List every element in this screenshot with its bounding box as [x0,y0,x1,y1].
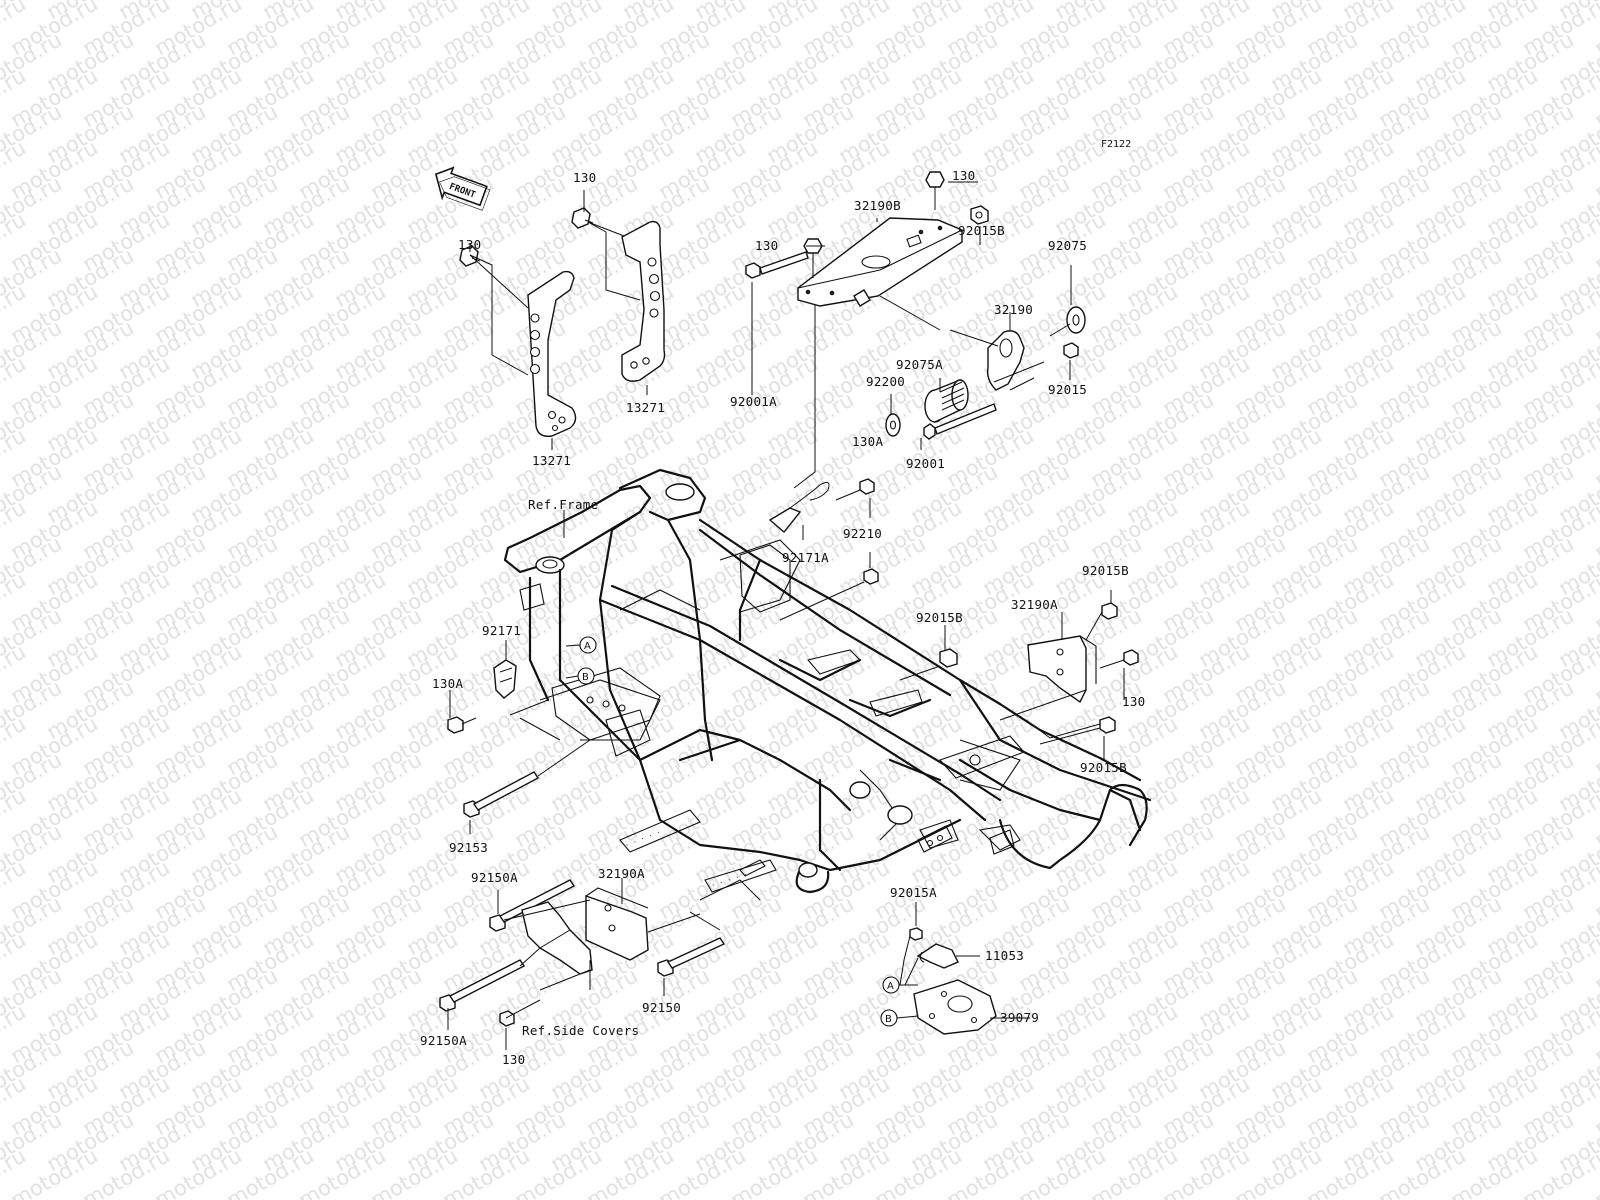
part-label: 92075A [896,357,943,372]
part-label: 92075 [1048,238,1087,253]
bolt-130-top-right [925,171,945,210]
marker-A-lower: A [882,976,900,994]
marker-A-frame-text: A [584,641,591,652]
part-label: 130A [432,676,463,691]
part-label: 92200 [866,374,905,389]
nut-92015B-mid [939,648,958,668]
main-frame-assembly: · · · · · · · · · · [503,468,1152,894]
nut-92210 [863,568,879,585]
part-label: 92015B [958,223,1005,238]
part-label: 92001A [730,394,777,409]
part-label: 32190A [598,866,645,881]
washer-92200 [885,413,901,437]
bolt-92153 [463,771,540,818]
part-label: 92015B [1082,563,1129,578]
marker-A-frame: A [579,636,597,654]
marker-B-lower: B [880,1009,898,1027]
marker-B-frame-text: B [582,672,589,683]
diagram-code: F2122 [1101,139,1131,150]
front-direction-sign: FRONT [434,166,491,211]
part-label: 92015B [1080,760,1127,775]
marker-B-lower-text: B [885,1014,892,1025]
part-label: 32190A [1011,597,1058,612]
part-label: 92015B [916,610,963,625]
bolt-130-right [1099,649,1139,669]
nut-92015B-right-top [1101,602,1118,620]
part-label: 32190 [994,302,1033,317]
bolt-92150A-upper [489,879,576,932]
nut-92015A [909,927,923,941]
part-label: 92150A [471,870,518,885]
bolt-130-bottom [499,1010,515,1027]
part-label: 130 [458,237,481,252]
part-label: 92171A [782,550,829,565]
bracket-13271-right [621,220,666,382]
nut-92015B-right-bottom [1099,716,1116,734]
part-label: 130 [755,238,778,253]
clip-92171A [768,481,830,534]
bracket-13271-left [527,270,577,437]
part-label: 130 [502,1052,525,1067]
part-label: 92001 [906,456,945,471]
marker-A-lower-text: A [887,981,894,992]
ref-frame-label: Ref.Frame [528,497,598,512]
bracket-32190B [797,217,963,307]
part-label: 92150A [420,1033,467,1048]
part-label: 130 [952,168,975,183]
collar-92075A [924,378,969,423]
part-label: 130A [852,434,883,449]
part-label: 92171 [482,623,521,638]
part-label: 92150 [642,1000,681,1015]
bracket-32190A-lower [585,887,649,961]
part-label: 13271 [532,453,571,468]
bolt-92001 [923,403,997,440]
part-label: 11053 [985,948,1024,963]
clamp-11053 [916,943,959,969]
bolt-130A-left [447,716,477,734]
bolt-92150 [657,937,726,977]
part-label: 92210 [843,526,882,541]
washer-92075 [1066,306,1086,334]
ref-side-covers-label: Ref.Side Covers [522,1023,639,1038]
part-label: 92015 [1048,382,1087,397]
part-label: 92153 [449,840,488,855]
bolt-92001A [745,251,809,279]
marker-B-frame: B [577,667,595,685]
bracket-32190A-right [1027,635,1097,704]
part-label: 13271 [626,400,665,415]
part-label: 92015A [890,885,937,900]
nut-92015B-top [970,205,989,225]
bolt-92150A-lower [439,959,526,1012]
part-label: 32190B [854,198,901,213]
nut-92015 [1063,342,1079,359]
part-label: 39079 [1000,1010,1039,1025]
part-label: 130 [1122,694,1145,709]
bolt-130A-mid [835,478,875,501]
part-label: 130 [573,170,596,185]
bracket-39079 [913,979,997,1035]
